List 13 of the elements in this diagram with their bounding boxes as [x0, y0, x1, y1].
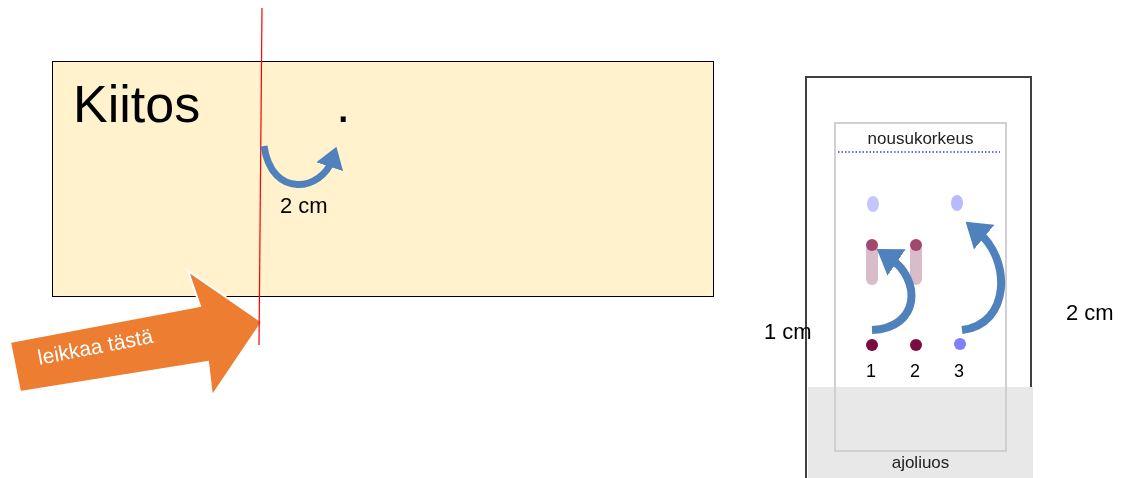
solvent-band — [808, 387, 1033, 478]
dimension-label: 2 cm — [1066, 300, 1114, 326]
lane-number: 2 — [910, 360, 920, 382]
lane-number: 1 — [866, 360, 876, 382]
tlc-paper — [834, 122, 1007, 452]
strip-text: Kiitos — [73, 74, 201, 134]
dimension-label: 2 cm — [280, 193, 328, 219]
period-mark: . — [336, 74, 351, 134]
paper-strip — [52, 61, 714, 297]
lane-number: 3 — [954, 360, 964, 382]
arrow-text: leikkaa tästä — [35, 323, 155, 370]
solvent-label: ajoliuos — [890, 453, 951, 473]
solvent-front-label: nousukorkeus — [866, 129, 975, 149]
